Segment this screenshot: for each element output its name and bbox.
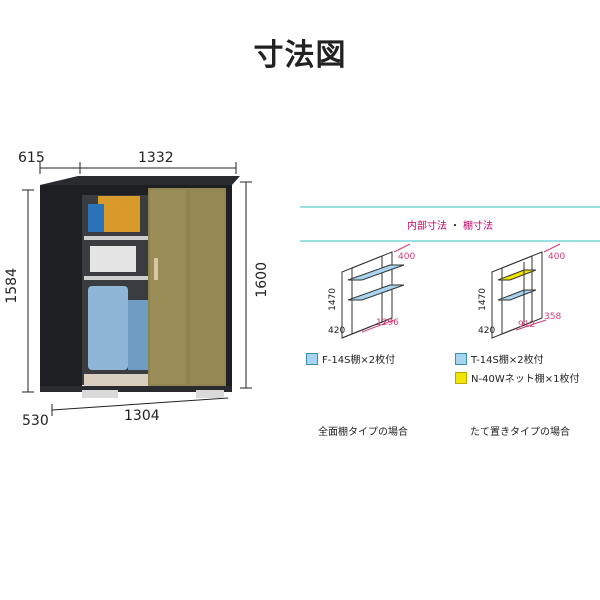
- header-shelf: 棚寸法: [463, 220, 493, 232]
- shelf-swatch-icon: [455, 352, 467, 365]
- legend-full-shelf-text: F-14S棚×2枚付: [322, 355, 396, 366]
- right-width2-label: 358: [544, 312, 562, 322]
- dimension-lines: [22, 162, 252, 416]
- bottom-width-label: 1304: [124, 408, 160, 424]
- top-width-label: 1332: [138, 150, 174, 166]
- right-height-label: 1600: [254, 262, 270, 298]
- legend-net-shelf-text: N-40Wネット棚×1枚付: [471, 374, 580, 385]
- left-shelf-depth-label: 400: [398, 252, 416, 262]
- header-internal: 内部寸法: [407, 220, 447, 232]
- legend-full-shelf: F-14S棚×2枚付: [306, 351, 395, 366]
- page-title: 寸法図: [253, 38, 347, 73]
- caption-vertical-shelf: たて置きタイプの場合: [470, 427, 570, 438]
- right-height-label-mini: 1470: [478, 288, 488, 311]
- right-width1-label: 912: [518, 320, 536, 330]
- dimension-header: 内部寸法 ・ 棚寸法: [300, 206, 600, 242]
- legend-vertical-shelf-text: T-14S棚×2枚付: [471, 355, 544, 366]
- right-depth-label: 420: [478, 326, 496, 336]
- legend-vertical-shelf: T-14S棚×2枚付: [455, 351, 544, 366]
- caption-full-shelf: 全面棚タイプの場合: [318, 427, 408, 438]
- shelf-swatch-icon: [306, 352, 318, 365]
- left-height-label: 1584: [4, 268, 20, 304]
- left-width-label: 1296: [376, 318, 399, 328]
- right-shelf-depth-label: 400: [548, 252, 566, 262]
- legend-net-shelf: N-40Wネット棚×1枚付: [455, 370, 579, 385]
- header-separator: ・: [450, 220, 460, 232]
- net-swatch-icon: [455, 371, 467, 384]
- left-depth-label: 420: [328, 326, 346, 336]
- bottom-depth-label: 530: [22, 413, 49, 429]
- vertical-shelf-diagram: [491, 243, 561, 339]
- left-height-label: 1470: [328, 288, 338, 311]
- storage-shed: [40, 176, 240, 398]
- top-depth-label: 615: [18, 150, 45, 166]
- full-shelf-diagram: [341, 243, 411, 339]
